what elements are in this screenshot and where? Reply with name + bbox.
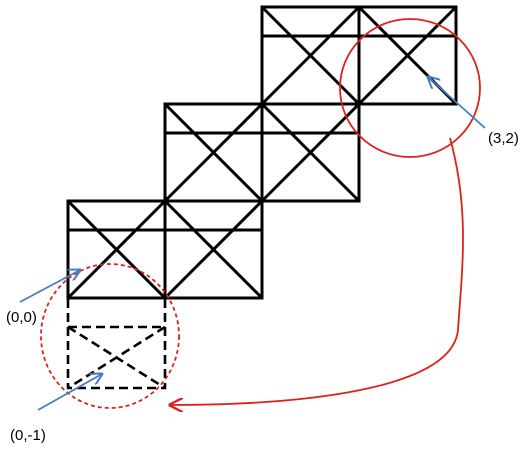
label-top-right: (3,2) (488, 130, 519, 147)
tile-1-1 (163, 102, 264, 203)
label-below-origin: (0,-1) (10, 427, 46, 444)
dashed-tile-0-neg1 (66, 296, 167, 390)
solid-tile-group (66, 5, 458, 300)
tile-2-2 (260, 5, 361, 106)
dashed-tile-stroke (66, 296, 167, 390)
arrow-below-origin (37, 374, 102, 411)
tile-2-1 (260, 102, 361, 203)
tile-1-0 (163, 199, 264, 300)
label-origin: (0,0) (6, 309, 37, 326)
dashed-tile-stroke (67, 325, 166, 390)
arrow-top-right (428, 77, 486, 129)
arrow-origin (19, 270, 80, 303)
red-mapping-arrow (170, 137, 464, 405)
highlight-circle-top-right (339, 18, 481, 158)
highlight-circle-bottom-left (40, 263, 180, 409)
tile-0-0 (66, 199, 167, 300)
